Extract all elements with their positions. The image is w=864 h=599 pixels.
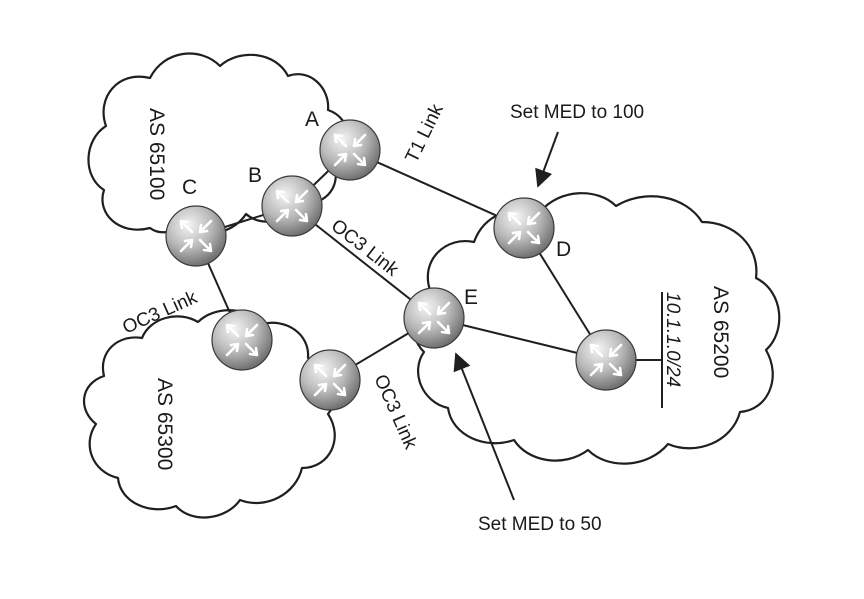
router-b-label: B [248, 164, 262, 187]
as65100-label: AS 65100 [145, 108, 168, 200]
oc3-link-e-label: OC3 Link [369, 371, 421, 452]
router-e-icon [402, 286, 466, 350]
router-d-icon [492, 196, 556, 260]
router-c-label: C [182, 176, 197, 199]
router-a-icon [318, 118, 382, 182]
med50-label: Set MED to 50 [478, 514, 602, 535]
router-as65300-lower-icon [298, 348, 362, 412]
med100-label: Set MED to 100 [510, 102, 644, 123]
med50-arrow [453, 352, 515, 501]
cloud-as65300 [82, 309, 337, 519]
med100-arrow [535, 131, 559, 188]
oc3-link-be-label: OC3 Link [327, 215, 403, 281]
router-as65200-icon [574, 328, 638, 392]
as65300-label: AS 65300 [153, 378, 176, 470]
as65200-label: AS 65200 [709, 286, 732, 378]
router-e-label: E [464, 286, 478, 309]
router-as65300-upper-icon [210, 308, 274, 372]
t1-link-label: T1 Link [402, 101, 448, 167]
cloud-as65200 [411, 192, 781, 465]
router-d-label: D [556, 238, 571, 261]
prefix-label: 10.1.1.0/24 [662, 292, 683, 387]
router-c-icon [164, 204, 228, 268]
router-b-icon [260, 174, 324, 238]
link-a-d [349, 149, 525, 229]
router-a-label: A [305, 108, 319, 131]
